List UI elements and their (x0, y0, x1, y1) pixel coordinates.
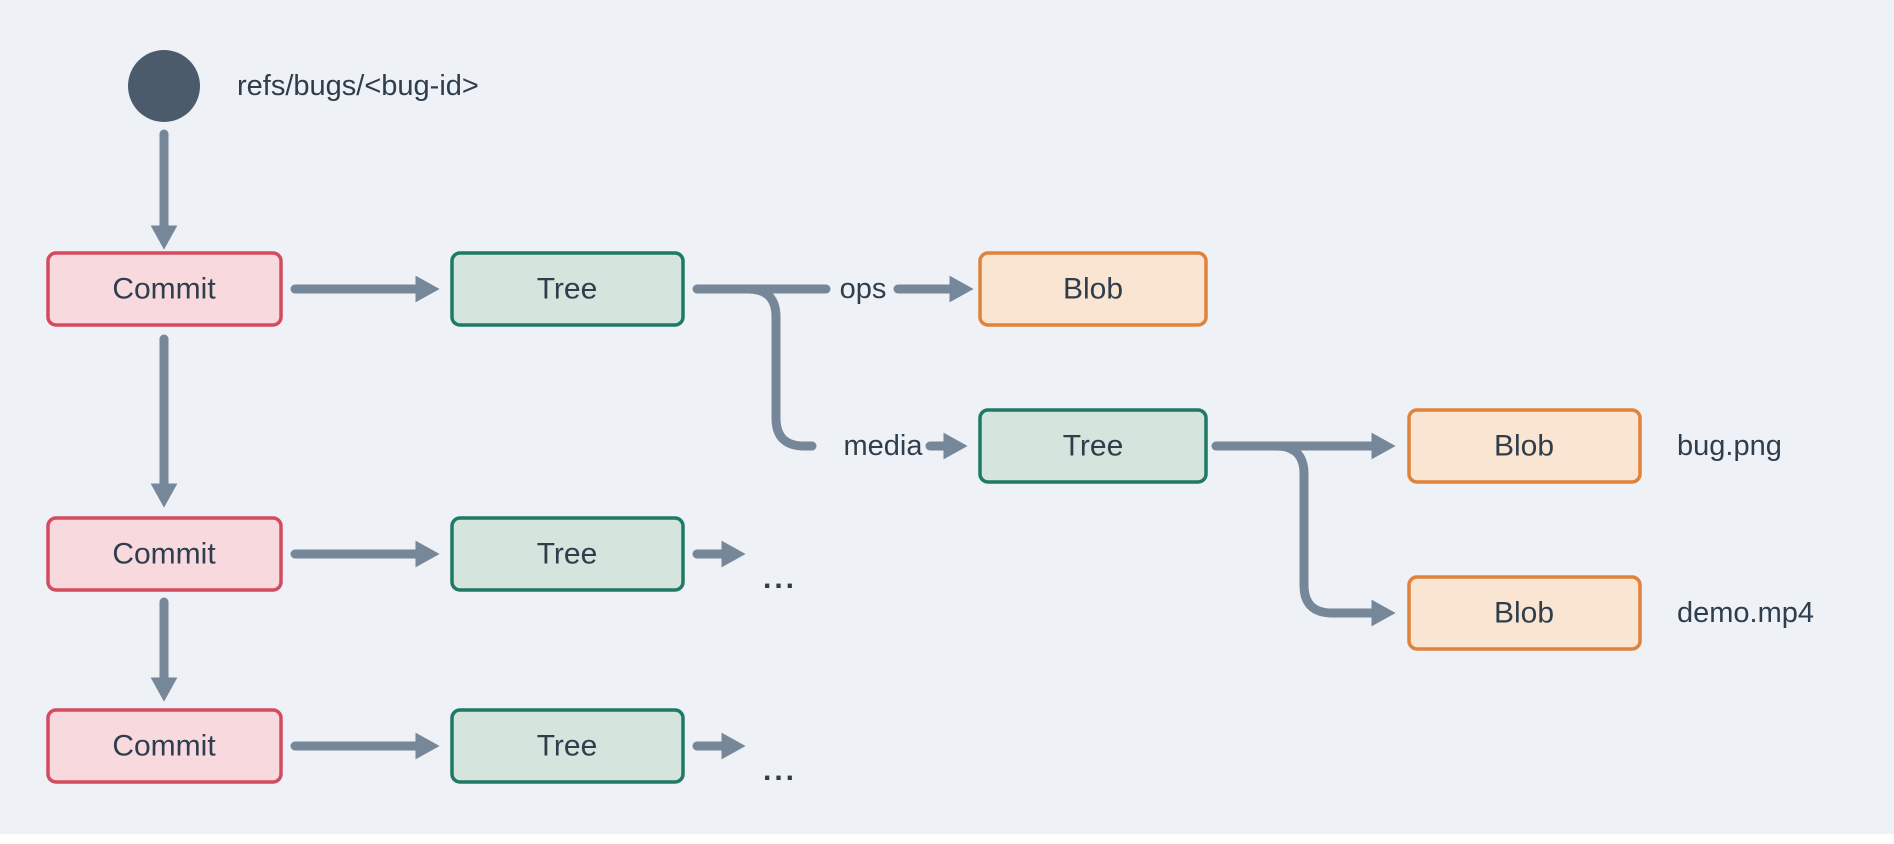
commit-box (46, 708, 283, 784)
ref-label: refs/bugs/<bug-id> (237, 70, 479, 102)
tree-label: Tree (537, 730, 598, 763)
file-label-demo-mp4: demo.mp4 (1677, 597, 1814, 629)
branch-connector-tree1-to-media-label (743, 284, 817, 451)
blob-label: Blob (1063, 273, 1123, 306)
branch-connector-tree-media-to-blob-demo (1271, 441, 1396, 627)
tree-node-row2: Tree (450, 516, 685, 592)
tree-box (450, 251, 685, 327)
commit-box (46, 516, 283, 592)
tree-box (450, 708, 685, 784)
file-label-bug-png: bug.png (1677, 430, 1782, 462)
blob-box (978, 251, 1208, 327)
edge-label-ops: ops (840, 273, 887, 305)
blob-label: Blob (1494, 430, 1554, 463)
commit-node-row2: Commit (46, 516, 283, 592)
ellipsis-row2: ... (763, 562, 797, 595)
bottom-strip (0, 834, 1894, 844)
blob-node-demo: Blob (1407, 575, 1642, 651)
commit-label: Commit (112, 273, 216, 306)
edge-label-media: media (844, 430, 924, 462)
tree-box (978, 408, 1208, 484)
commit-label: Commit (112, 538, 216, 571)
blob-node-bug: Blob (1407, 408, 1642, 484)
tree-node-media: Tree (978, 408, 1208, 484)
commit-box (46, 251, 283, 327)
blob-box (1407, 575, 1642, 651)
ref-circle-icon (128, 50, 200, 122)
tree-node-row1: Tree (450, 251, 685, 327)
tree-label: Tree (537, 273, 598, 306)
commit-node-row1: Commit (46, 251, 283, 327)
tree-box (450, 516, 685, 592)
blob-node-ops: Blob (978, 251, 1208, 327)
ellipsis-row3: ... (763, 754, 797, 787)
tree-label: Tree (1063, 430, 1124, 463)
commit-label: Commit (112, 730, 216, 763)
ref-node: refs/bugs/<bug-id> (128, 50, 479, 122)
tree-node-row3: Tree (450, 708, 685, 784)
commit-node-row3: Commit (46, 708, 283, 784)
tree-label: Tree (537, 538, 598, 571)
blob-label: Blob (1494, 597, 1554, 630)
blob-box (1407, 408, 1642, 484)
